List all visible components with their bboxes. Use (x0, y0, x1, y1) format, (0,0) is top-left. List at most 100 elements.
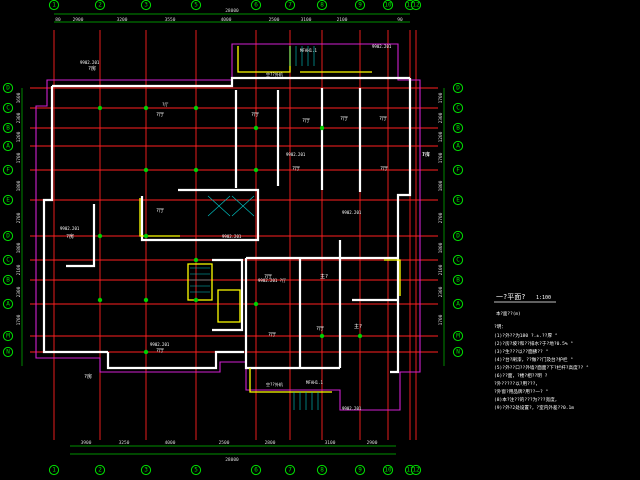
wall-north (52, 76, 410, 88)
grid-bubble: E (2, 194, 14, 206)
grid-bubble: 1 (48, 0, 60, 11)
stair-run-1 (187, 263, 213, 301)
svg-text:1: 1 (52, 467, 56, 474)
svg-text:9: 9 (358, 467, 362, 474)
note-line: (9)?外?2处设置?，?室内外差??0.1m (494, 404, 574, 411)
dimension-text: 4000 (221, 17, 232, 23)
grid-bubble: A (452, 140, 464, 152)
room-label: ?厅 (251, 112, 259, 118)
balcony-east (384, 259, 401, 296)
dimension-text: 2300 (438, 286, 444, 297)
column (97, 297, 103, 303)
svg-text:C: C (6, 105, 10, 112)
grid-bubble: 10 (382, 0, 394, 11)
dimension-text: 2100 (16, 264, 22, 275)
grid-bubble: M (2, 330, 14, 342)
notes-heading: ?明： (494, 324, 506, 330)
wall-lower-right (340, 256, 398, 302)
wall-left-wing (66, 196, 178, 268)
svg-text:E: E (6, 197, 10, 204)
svg-text:B: B (6, 125, 10, 132)
svg-text:2: 2 (98, 2, 102, 9)
grid-bubble: 5 (190, 464, 202, 476)
svg-text:10: 10 (384, 2, 392, 9)
grid-bubble: F (2, 164, 14, 176)
note-line: (2)?房?坡?和??排水?于?地?0.5% ° (494, 340, 573, 347)
room-label: ?厅 (264, 274, 272, 280)
column (193, 105, 199, 111)
grid-bubble: D (452, 230, 464, 242)
svg-text:8: 8 (320, 2, 324, 9)
room-label: ?厅 (316, 326, 324, 332)
grid-bubble: 3 (140, 0, 152, 11)
svg-text:M: M (456, 333, 460, 340)
tag-text: 9902.201 ?厅 (258, 278, 286, 283)
column (143, 167, 149, 173)
outline-main (35, 43, 421, 411)
dimension-text: 90 (397, 17, 403, 23)
dimension-text: 2800 (265, 440, 276, 446)
dimension-text: 2300 (16, 286, 22, 297)
room-label: ?房 (422, 151, 430, 158)
wall-stair-right (212, 258, 244, 332)
grid-bubble: D (2, 230, 14, 242)
room-label: ?房 (88, 65, 96, 72)
wall-east (390, 78, 412, 374)
svg-text:B: B (456, 125, 460, 132)
grid-bubble: 9 (354, 0, 366, 11)
grid-bubble: F (452, 164, 464, 176)
svg-text:A: A (456, 301, 460, 308)
dimension-text: 3100 (301, 17, 312, 23)
tag-text: MFAH1.1 (300, 48, 317, 53)
dimension-text: 2100 (438, 264, 444, 275)
stair-steps (190, 267, 210, 293)
column (193, 257, 199, 263)
room-label: 主? (354, 323, 362, 330)
balcony-bottom (249, 368, 332, 393)
svg-text:D: D (6, 233, 10, 240)
tag-text: 空??外机 (266, 71, 283, 77)
grid-bubble: 2 (94, 464, 106, 476)
dimension-text: 80 (55, 17, 61, 23)
dimension-text: 2700 (16, 212, 22, 223)
wall-core (178, 188, 260, 242)
dimension-text: 1700 (16, 152, 22, 163)
grid-bubble: 10 (382, 464, 394, 476)
room-label: ?厅 (302, 118, 310, 124)
room-label: ?厅 (156, 348, 164, 354)
dimension-text: 1700 (438, 314, 444, 325)
columns (97, 105, 363, 355)
drawing-title: 一?平面? (496, 293, 525, 301)
grid-bubble: N (2, 346, 14, 358)
svg-text:D: D (6, 85, 10, 92)
grid-bubble: N (452, 346, 464, 358)
column (143, 105, 149, 111)
tag-text: 9902.201 (372, 44, 392, 49)
note-line: (1)?外??为180 ?.±.??厚 ° (494, 332, 558, 339)
grid-bubble: 7 (284, 464, 296, 476)
grid-bubble: 12 (410, 0, 422, 11)
column (253, 125, 259, 131)
dim-top-outer: 28000 (225, 8, 239, 14)
column (193, 167, 199, 173)
grid-bubble: 6 (250, 464, 262, 476)
grid-bubble: B (452, 274, 464, 286)
dimension-text: 1800 (438, 242, 444, 253)
dimension-text: 1800 (16, 242, 22, 253)
room-label: ?厅 (379, 116, 387, 122)
grid-bubble: B (2, 122, 14, 134)
svg-text:5: 5 (194, 2, 198, 9)
grid-bubble: 1 (48, 464, 60, 476)
grid-bubble: 6 (250, 0, 262, 11)
room-label: ?厅 (156, 112, 164, 118)
svg-text:8: 8 (320, 467, 324, 474)
room-label: 主? (320, 273, 328, 280)
svg-text:2: 2 (98, 467, 102, 474)
svg-text:F: F (6, 167, 10, 174)
room-label: ?厅 (268, 332, 276, 338)
room-label: ?厅 (340, 116, 348, 122)
svg-text:3: 3 (144, 467, 148, 474)
svg-text:11: 11 (406, 2, 414, 9)
grid-bubble: 9 (354, 464, 366, 476)
